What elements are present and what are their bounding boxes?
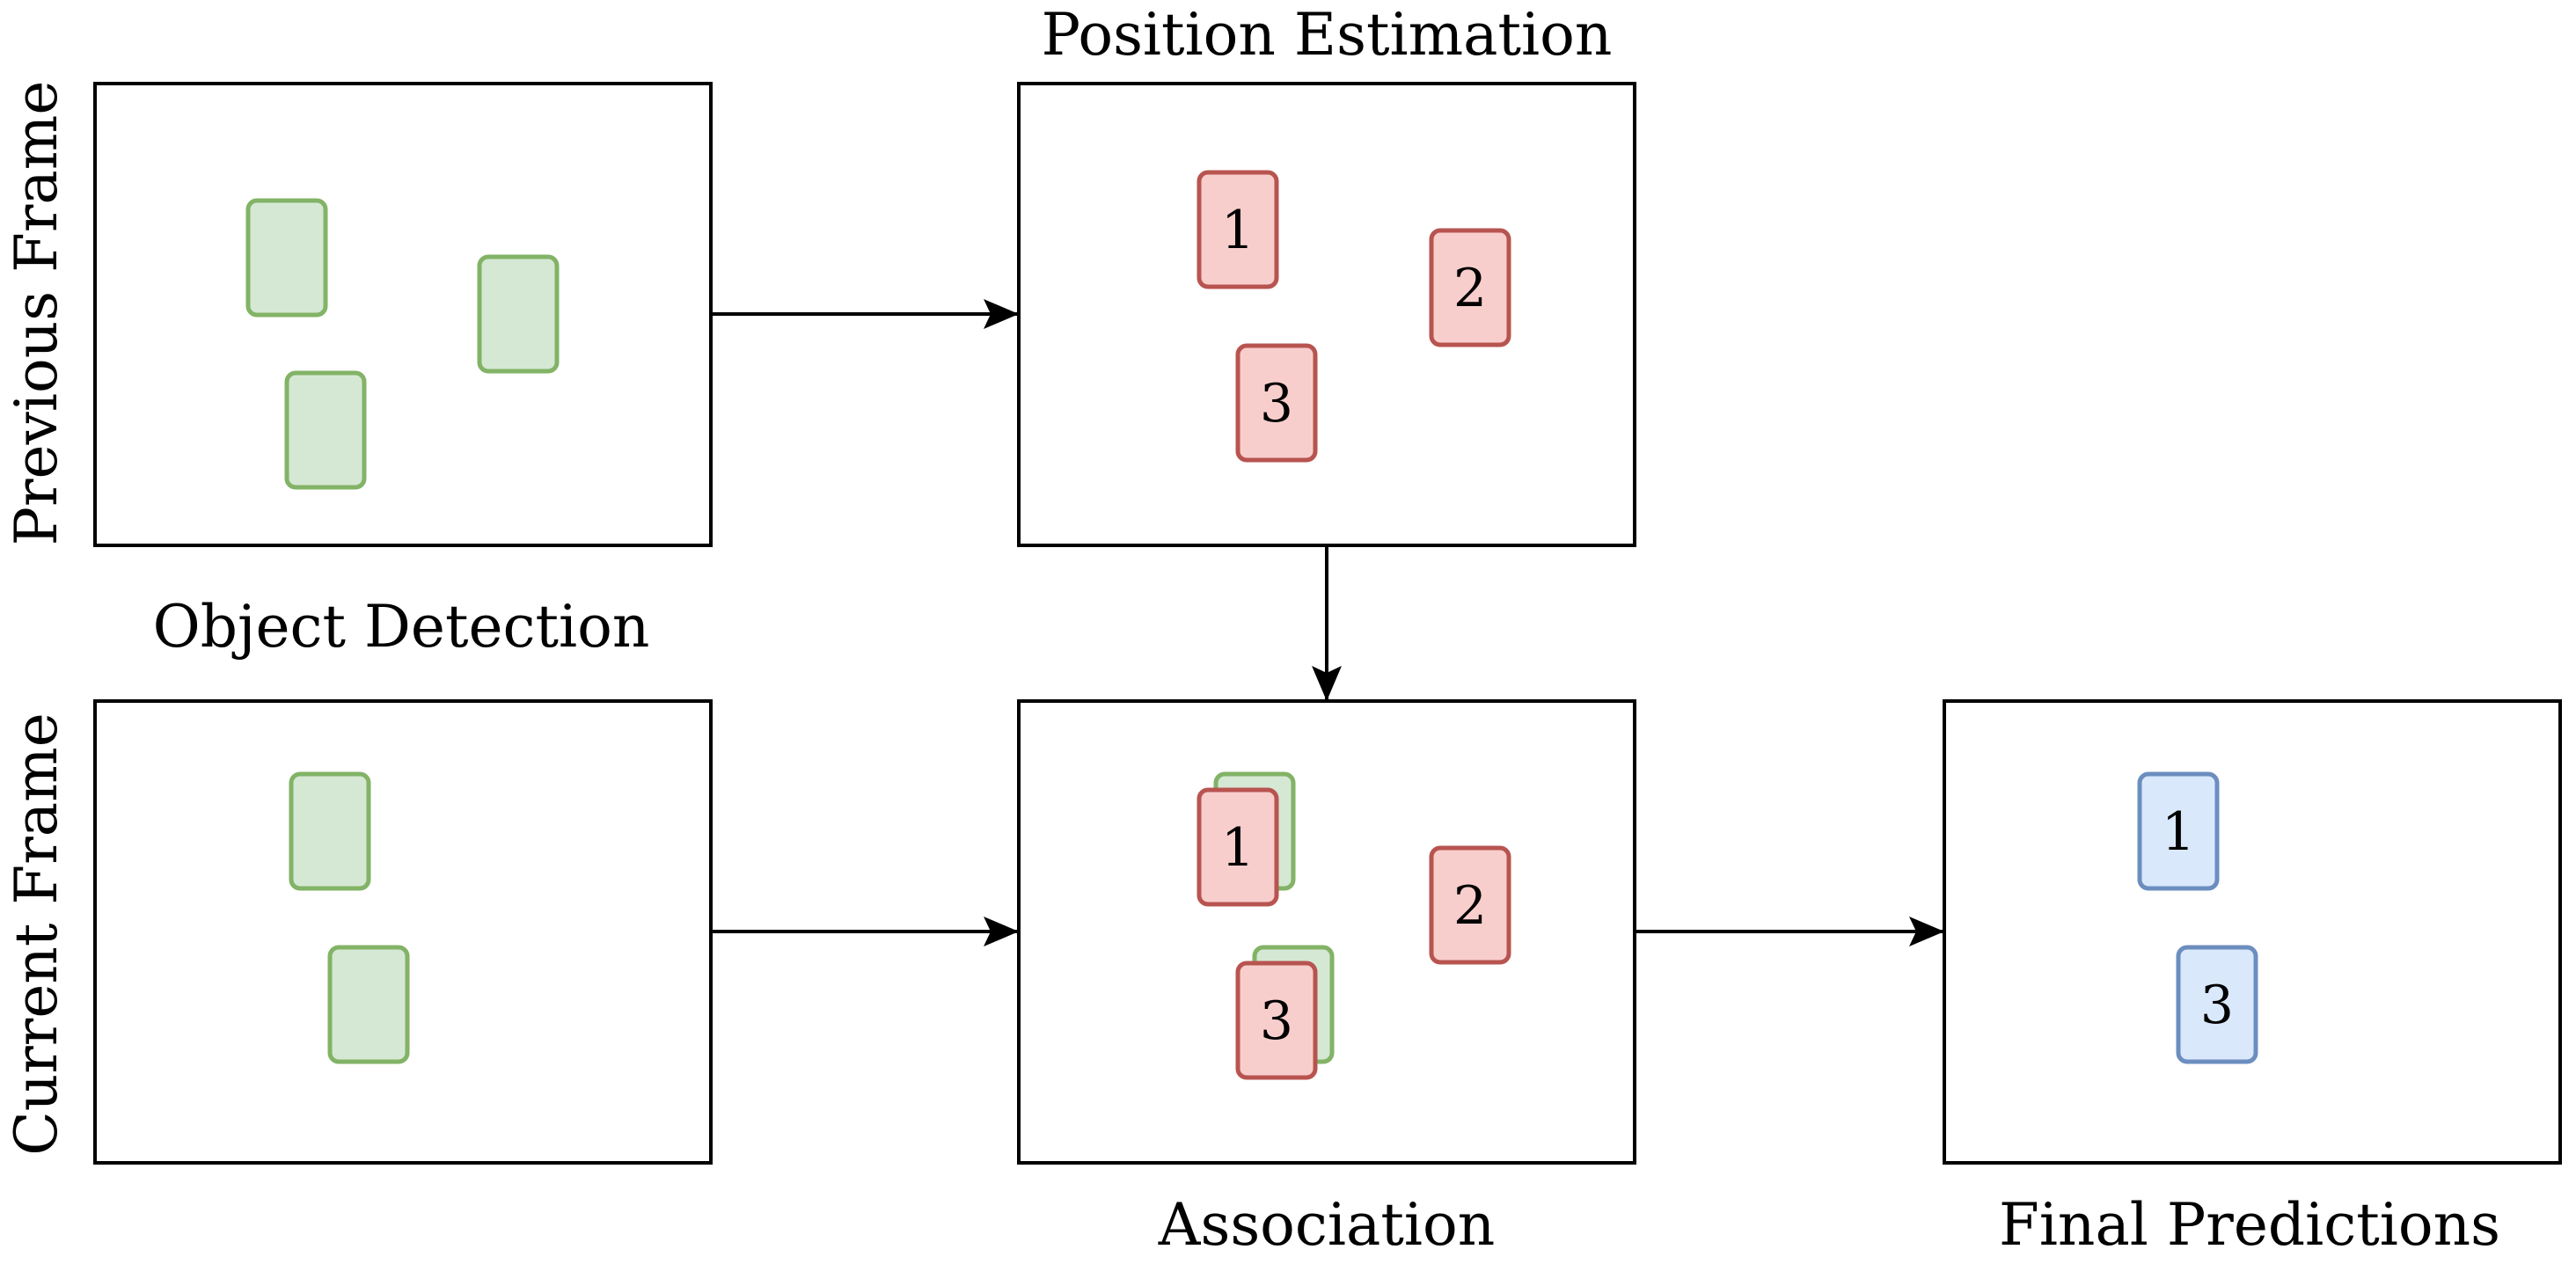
association-panel [1017,699,1636,1165]
final-predictions-panel [1943,699,2562,1165]
position-estimation-label: Position Estimation [1042,1,1613,69]
association-estimate-box-1 [1197,787,1279,907]
estimate-box-2 [1429,228,1511,347]
position-estimates: 1 2 3 [1197,170,1511,463]
detection-box [284,370,367,490]
association-id-3: 3 [1260,990,1293,1052]
previous-frame-detection-panel [93,82,713,547]
association-id-2: 2 [1453,875,1487,937]
position-estimation-panel [1017,82,1636,547]
estimate-id-1: 1 [1221,200,1255,261]
previous-frame-detections [245,198,560,490]
arrowhead-previous-to-estimation [984,299,1019,329]
association-label: Association [1158,1191,1495,1259]
arrowhead-association-to-final [1909,917,1944,946]
final-prediction-boxes: 1 3 [2137,771,2258,1064]
estimate-id-3: 3 [1260,373,1293,435]
previous-frame-label: Previous Frame [3,81,70,546]
estimate-box-1 [1197,170,1279,289]
detection-box [289,771,371,891]
association-boxes: 1 2 3 [1197,771,1511,1080]
association-estimate-box-2 [1429,845,1511,965]
object-detection-label: Object Detection [153,593,650,661]
estimate-id-2: 2 [1453,258,1487,319]
detection-box [245,198,328,318]
current-frame-detection-panel [93,699,713,1165]
association-estimate-box-3 [1235,961,1318,1080]
current-frame-label: Current Frame [3,712,70,1156]
detection-box [477,254,560,374]
prediction-box-1 [2137,771,2220,891]
estimate-box-3 [1235,343,1318,463]
arrowhead-current-to-association [984,917,1019,946]
current-frame-detections [289,771,410,1064]
prediction-box-3 [2176,945,2258,1064]
association-id-1: 1 [1221,817,1255,879]
arrowhead-estimation-to-association [1312,666,1342,701]
detection-box [327,945,410,1064]
prediction-id-1: 1 [2162,801,2195,863]
prediction-id-3: 3 [2200,975,2234,1036]
final-predictions-label: Final Predictions [1999,1191,2500,1259]
